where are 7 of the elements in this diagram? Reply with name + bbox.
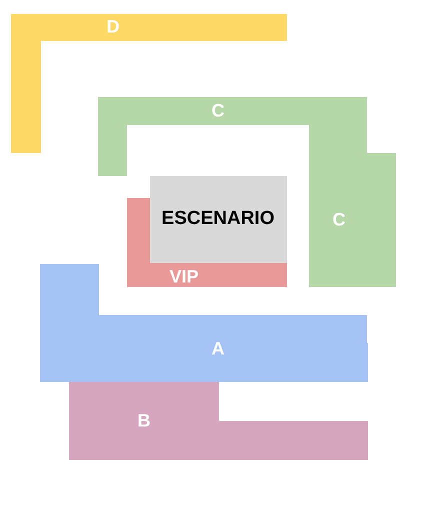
section-label: VIP (170, 266, 198, 288)
section-label: B (138, 410, 150, 432)
section-label: A (212, 338, 224, 360)
section-label: C (212, 100, 224, 122)
stage-label: ESCENARIO (162, 206, 274, 231)
section-label: D (106, 16, 120, 38)
section-label: C (332, 208, 346, 232)
